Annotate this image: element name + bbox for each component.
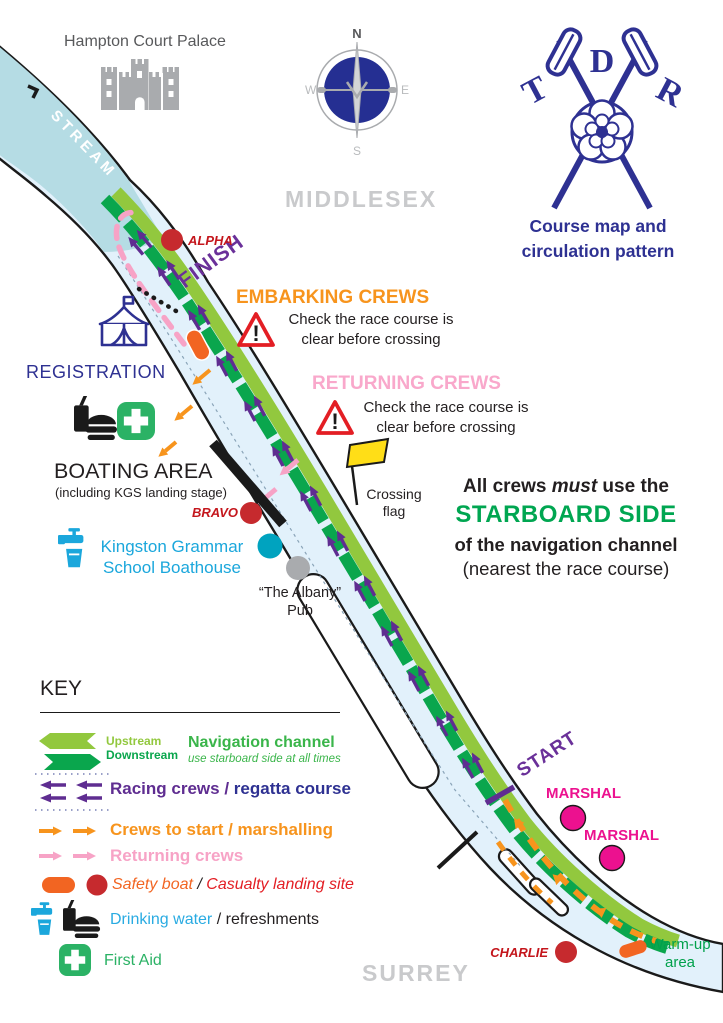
notice-line4: (nearest the race course) xyxy=(462,558,670,579)
key-returning-icon xyxy=(37,849,98,863)
key-to-start-label: Crews to start / marshalling xyxy=(110,820,333,839)
compass-w: W xyxy=(305,83,317,97)
returning-heading: RETURNING CREWS xyxy=(312,373,501,394)
warmup-area-label: Warm-up area xyxy=(649,936,711,971)
alpha-dot xyxy=(161,229,183,251)
key-safety-label: Safety boat / Casualty landing site xyxy=(112,876,354,893)
embarking-warning-text: Check the race course is clear before cr… xyxy=(288,311,454,348)
crossing-flag-label: Crossing flag xyxy=(366,486,422,519)
key-water-icon xyxy=(31,900,101,938)
kgs-dot xyxy=(257,533,283,559)
key-racing-icon xyxy=(35,773,109,811)
downstream-band xyxy=(100,194,669,954)
region-surrey: SURREY xyxy=(362,960,470,986)
key-water-label: Drinking water / refreshments xyxy=(110,911,319,928)
marshal-label-1: MARSHAL xyxy=(546,785,621,802)
landing-stage-bar xyxy=(209,439,287,528)
charlie-dot xyxy=(555,941,577,963)
compass-n: N xyxy=(352,26,361,41)
warning-triangle-icon: ! xyxy=(237,312,275,347)
svg-text:!: ! xyxy=(252,321,259,346)
drinking-water-icon xyxy=(58,528,84,568)
crossing-flag-icon xyxy=(345,437,390,506)
returning-warning-text: Check the race course is clear before cr… xyxy=(363,399,529,436)
boating-area-label: BOATING AREA xyxy=(54,459,213,483)
key-first-aid-icon xyxy=(59,944,91,976)
notice-line1: All crews must use the xyxy=(463,476,669,497)
marshal-dot-1 xyxy=(559,804,587,832)
start-line xyxy=(484,784,516,806)
crews-to-start-paths xyxy=(153,364,657,944)
logo-caption: Course map and circulation pattern xyxy=(521,216,675,261)
first-aid-icon xyxy=(117,402,155,440)
key-safety-icon xyxy=(42,874,108,896)
albany-dot xyxy=(286,556,310,580)
logo-letter-r: R xyxy=(650,71,689,115)
charlie-label: CHARLIE xyxy=(490,945,548,960)
registration-label: REGISTRATION xyxy=(26,362,166,382)
weir-mark xyxy=(436,830,479,870)
embarking-heading: EMBARKING CREWS xyxy=(236,287,430,308)
alpha-label: ALPHA xyxy=(188,233,233,248)
kgs-boathouse-label: Kingston Grammar School Boathouse xyxy=(100,537,244,577)
embarking-warning: ! Check the race course is clear before … xyxy=(237,310,461,350)
key-racing-label: Racing crews / regatta course xyxy=(110,779,351,798)
hampton-court-label: Hampton Court Palace xyxy=(64,33,226,50)
key-channel-icon xyxy=(39,733,101,770)
notice-line3: of the navigation channel xyxy=(454,534,678,555)
finish-crossing-dotted xyxy=(136,286,179,314)
returning-warning: ! Check the race course is clear before … xyxy=(316,398,532,438)
bravo-label: BRAVO xyxy=(192,505,238,520)
key-downstream-label: Downstream xyxy=(106,748,179,762)
key-returning-label: Returning crews xyxy=(110,846,244,865)
tdr-logo: T D R xyxy=(516,27,690,210)
marshal-dot-2 xyxy=(598,844,626,872)
key-first-aid-label: First Aid xyxy=(104,952,162,969)
logo-letter-d: D xyxy=(590,43,615,80)
logo-letter-t: T xyxy=(516,69,554,112)
key-heading: KEY xyxy=(40,677,83,700)
compass-rose: N S E W xyxy=(305,26,409,158)
key-to-start-icon xyxy=(37,824,98,838)
compass-e: E xyxy=(401,83,409,97)
point-markers xyxy=(161,229,626,963)
key-upstream-label: Upstream xyxy=(106,734,162,748)
upstream-band xyxy=(111,187,680,948)
warning-triangle-icon: ! xyxy=(316,400,354,435)
bravo-dot xyxy=(240,502,262,524)
key-nav-channel-label: Navigation channel xyxy=(188,734,335,751)
registration-tent-icon xyxy=(98,295,150,347)
starboard-notice: All crews must use the STARBOARD SIDE of… xyxy=(420,476,712,580)
albany-pub-label: “The Albany” Pub xyxy=(258,585,342,619)
bank-tick xyxy=(27,84,40,99)
key-divider xyxy=(40,712,340,713)
key-nav-channel-sub: use starboard side at all times xyxy=(188,753,341,765)
svg-text:!: ! xyxy=(331,409,338,434)
marshal-label-2: MARSHAL xyxy=(584,827,659,844)
compass-s: S xyxy=(353,144,361,158)
region-middlesex: MIDDLESEX xyxy=(285,186,438,212)
notice-line2: STARBOARD SIDE xyxy=(455,501,677,528)
navigation-channel xyxy=(100,187,680,954)
castle-icon xyxy=(101,59,179,110)
safety-boats xyxy=(185,329,647,958)
refreshments-icon xyxy=(74,396,117,440)
boating-area-sub: (including KGS landing stage) xyxy=(55,485,227,500)
